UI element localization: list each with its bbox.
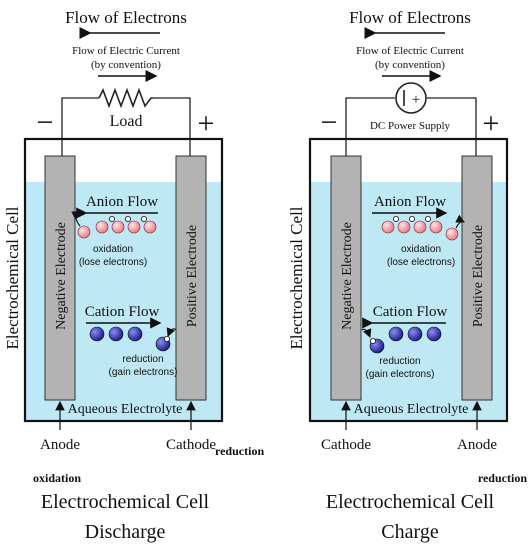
anion-icon — [143, 220, 157, 234]
reduction-electron-arrow — [166, 327, 177, 338]
panel-subtitle: Charge — [381, 521, 439, 543]
positive-electrode-label: Positive Electrode — [185, 225, 200, 327]
minus-sign: − — [321, 106, 338, 139]
flow-of-current-label: Flow of Electric Current — [72, 45, 180, 57]
plus-sign: + — [483, 107, 500, 140]
reduction-footnote-left: reduction — [215, 444, 264, 458]
external-wire — [345, 97, 477, 156]
cation-icon — [127, 326, 143, 342]
anion-icon — [381, 220, 395, 234]
cathode-label: Cathode — [321, 437, 371, 453]
negative-electrode — [44, 155, 76, 401]
negative-electrode-label: Negative Electrode — [340, 222, 355, 330]
reduction-note: (gain electrons) — [109, 367, 178, 378]
load-label: Load — [110, 113, 143, 130]
oxidation-electron-arrow — [71, 211, 81, 227]
reduction-label: reduction — [379, 356, 420, 367]
flow-of-current-label: Flow of Electric Current — [356, 45, 464, 57]
negative-electrode — [330, 155, 362, 401]
electron-icon — [125, 215, 132, 222]
cation-flow-label: Cation Flow — [85, 304, 160, 320]
cation-icon — [426, 326, 442, 342]
positive-electrode — [461, 155, 493, 401]
reduction-label: reduction — [122, 354, 163, 365]
electron-icon — [140, 215, 147, 222]
flow-of-electrons-label: Flow of Electrons — [349, 8, 471, 27]
anion-icon — [445, 227, 459, 241]
negative-electrode-label: Negative Electrode — [54, 222, 69, 330]
flow-of-current-note: (by convention) — [91, 59, 161, 71]
external-wire — [61, 97, 191, 156]
oxidation-note: (lose electrons) — [79, 257, 147, 268]
anion-icon — [127, 220, 141, 234]
anion-icon — [413, 220, 427, 234]
oxidation-label: oxidation — [93, 244, 133, 255]
panel-subtitle: Discharge — [85, 521, 166, 543]
oxidation-note: (lose electrons) — [387, 257, 455, 268]
anion-flow-label: Anion Flow — [86, 194, 158, 210]
oxidation-electron-arrow — [455, 214, 465, 229]
reduction-electron-arrow — [361, 328, 372, 339]
electron-icon — [163, 335, 170, 342]
electrolyte-label: Aqueous Electrolyte — [354, 402, 469, 417]
cation-flow-label: Cation Flow — [373, 304, 448, 320]
electron-icon — [408, 215, 415, 222]
anion-icon — [429, 220, 443, 234]
electron-icon — [369, 337, 376, 344]
anion-icon — [397, 220, 411, 234]
electron-icon — [109, 215, 116, 222]
cell-container — [23, 137, 224, 423]
dc-source-plus: + — [412, 92, 420, 108]
positive-electrode-label: Positive Electrode — [471, 225, 486, 327]
cell-side-label: Electrochemical Cell — [3, 206, 22, 349]
dc-power-supply-label: DC Power Supply — [370, 120, 451, 132]
cation-icon — [407, 326, 423, 342]
reduction-note: (gain electrons) — [366, 369, 435, 380]
electrolyte-label: Aqueous Electrolyte — [68, 402, 183, 417]
cell-container — [308, 137, 509, 423]
anion-icon — [111, 220, 125, 234]
cation-icon — [89, 326, 105, 342]
electron-icon — [392, 215, 399, 222]
plus-sign: + — [198, 107, 215, 140]
anode-label: Anode — [457, 437, 497, 453]
positive-electrode — [175, 155, 207, 401]
panel-discharge: Flow of Electrons Flow of Electric Curre… — [3, 8, 224, 543]
minus-sign: − — [37, 106, 54, 139]
cathode-label: Cathode — [166, 437, 216, 453]
oxidation-label: oxidation — [401, 244, 441, 255]
anion-flow-label: Anion Flow — [374, 194, 446, 210]
resistor-icon — [98, 87, 153, 109]
oxidation-footnote: oxidation — [33, 471, 81, 485]
anode-label: Anode — [40, 437, 80, 453]
cation-icon — [388, 326, 404, 342]
panel-title: Electrochemical Cell — [41, 491, 210, 513]
anion-icon — [95, 220, 109, 234]
flow-of-electrons-label: Flow of Electrons — [65, 8, 187, 27]
panel-charge: Flow of Electrons Flow of Electric Curre… — [287, 8, 509, 543]
flow-of-current-note: (by convention) — [375, 59, 445, 71]
reduction-footnote-right: reduction — [478, 471, 527, 485]
panel-title: Electrochemical Cell — [326, 491, 495, 513]
electron-icon — [424, 215, 431, 222]
anion-icon — [77, 225, 91, 239]
cell-side-label: Electrochemical Cell — [287, 206, 306, 349]
cation-icon — [108, 326, 124, 342]
